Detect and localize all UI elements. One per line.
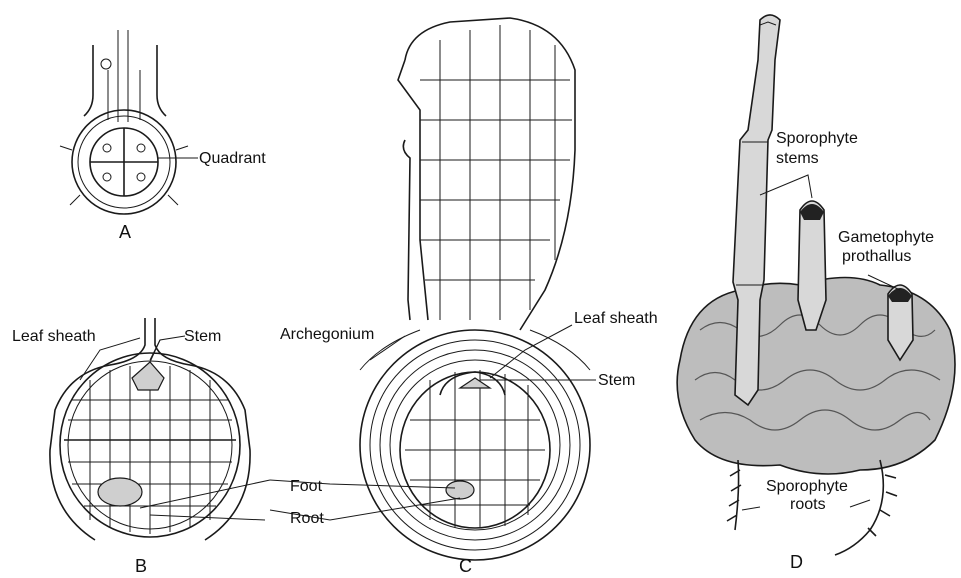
label-sporophyte-stems-line1: Sporophyte xyxy=(776,130,858,148)
panel-label-a: A xyxy=(119,222,131,242)
figure-b-embryo-section xyxy=(50,318,250,540)
panel-label-d: D xyxy=(790,552,803,572)
label-foot: Foot xyxy=(290,478,322,496)
label-gametophyte-line2: prothallus xyxy=(842,248,911,266)
panel-label-c: C xyxy=(459,556,472,576)
figure-a-embryo-quadrant xyxy=(60,30,196,214)
label-sporophyte-roots-line2: roots xyxy=(790,496,826,514)
figure-c-embryo-in-archegonium xyxy=(360,18,590,560)
figure-d-sporophyte-on-prothallus xyxy=(677,15,955,555)
label-quadrant: Quadrant xyxy=(199,150,266,168)
label-sporophyte-roots-line1: Sporophyte xyxy=(766,478,848,496)
label-stem-c: Stem xyxy=(598,372,635,390)
label-gametophyte-line1: Gametophyte xyxy=(838,229,934,247)
label-archegonium: Archegonium xyxy=(280,326,374,344)
label-root: Root xyxy=(290,510,324,528)
label-sporophyte-stems-line2: stems xyxy=(776,150,819,168)
panel-label-b: B xyxy=(135,556,147,576)
label-leaf-sheath-b: Leaf sheath xyxy=(12,328,96,346)
label-leaf-sheath-c: Leaf sheath xyxy=(574,310,658,328)
label-stem-b: Stem xyxy=(184,328,221,346)
